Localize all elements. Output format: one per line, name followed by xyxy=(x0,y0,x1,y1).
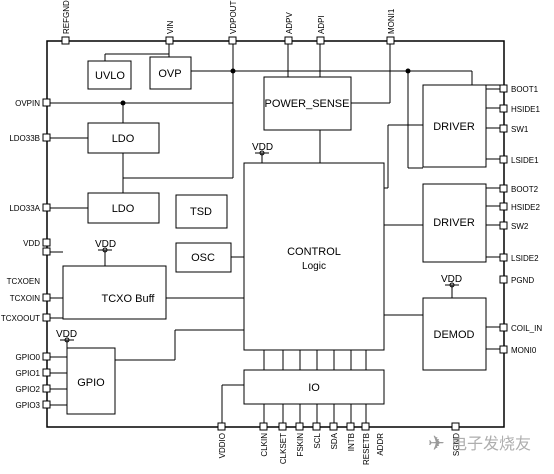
osc-label: OSC xyxy=(191,252,215,264)
blocks xyxy=(62,56,487,415)
pin-hside2: HSIDE2 xyxy=(511,203,540,212)
pin-ovpin: OVPIN xyxy=(15,99,40,108)
pin-sda: SDA xyxy=(330,432,339,449)
pin-lside1: LSIDE1 xyxy=(511,156,539,165)
vdd-label-control: VDD xyxy=(252,142,273,153)
io-label: IO xyxy=(308,382,320,394)
ldo-a-block xyxy=(87,192,160,224)
control-block xyxy=(243,162,385,351)
pin-moni1: MONI1 xyxy=(387,8,396,34)
pin-moni0: MONI0 xyxy=(511,346,537,355)
ovp-block xyxy=(149,56,192,90)
tsd-label: TSD xyxy=(190,206,212,218)
pin-adpv: ADPV xyxy=(285,12,294,34)
pin-hside1: HSIDE1 xyxy=(511,105,540,114)
vdd-symbols xyxy=(60,150,459,343)
ldo-a-label: LDO xyxy=(112,203,135,215)
driver1-label: DRIVER xyxy=(433,121,475,133)
pin-sgnd: SGND xyxy=(452,433,461,456)
wiring xyxy=(47,41,503,427)
vdd-label-gpio: VDD xyxy=(56,329,77,340)
vdd-label-demod: VDD xyxy=(441,274,462,285)
tcxo-block xyxy=(62,265,167,320)
pin-tcxoin: TCXOIN xyxy=(10,294,40,303)
pin-vin: VIN xyxy=(166,20,175,34)
gpio-label: GPIO xyxy=(77,377,105,389)
pin-clkset: CLKSET xyxy=(279,433,288,464)
pin-sw2: SW2 xyxy=(511,222,529,231)
power-sense-block xyxy=(263,76,352,131)
pin-coil-in: COIL_IN xyxy=(511,324,542,333)
watermark: ✈ 电子发烧友 xyxy=(428,431,531,455)
pin-boot2: BOOT2 xyxy=(511,185,539,194)
driver2-label: DRIVER xyxy=(433,217,475,229)
pin-boot1: BOOT1 xyxy=(511,85,539,94)
demod-block xyxy=(422,297,487,371)
pin-intb: INTB xyxy=(347,433,356,451)
pin-refgnd: REFGND xyxy=(62,0,71,34)
osc-block xyxy=(175,242,232,273)
control-sub-label: Logic xyxy=(302,261,326,272)
pin-sw1: SW1 xyxy=(511,125,529,134)
pin-lside2: LSIDE2 xyxy=(511,254,539,263)
watermark-text: 电子发烧友 xyxy=(451,434,531,453)
pin-fskin: FSKIN xyxy=(296,433,305,457)
pin-gpio1: GPIO1 xyxy=(16,369,41,378)
pin-tcxoout: TCXOOUT xyxy=(1,314,40,323)
pin-addr: ADDR xyxy=(376,433,385,456)
control-label: CONTROL xyxy=(287,246,341,258)
pin-pgnd: PGND xyxy=(511,276,534,285)
watermark-logo-icon: ✈ xyxy=(428,431,445,455)
pin-gpio2: GPIO2 xyxy=(16,385,41,394)
pin-squares xyxy=(42,36,508,431)
pin-tcxoen: TCXOEN xyxy=(7,277,41,286)
vdd-label-tcxo: VDD xyxy=(95,239,116,250)
driver1-block xyxy=(422,84,487,168)
gpio-block xyxy=(66,347,116,415)
pin-gpio3: GPIO3 xyxy=(16,401,41,410)
pin-ldo33a: LDO33A xyxy=(9,204,40,213)
ovp-label: OVP xyxy=(158,68,181,80)
pin-vdpout: VDPOUT xyxy=(229,1,238,34)
pin-resetb: RESETB xyxy=(362,433,371,465)
power-sense-label: POWER_SENSE xyxy=(265,98,350,110)
ldo-b-label: LDO xyxy=(112,133,135,145)
driver2-block xyxy=(422,183,487,263)
demod-label: DEMOD xyxy=(434,329,475,341)
pin-adpi: ADPI xyxy=(317,15,326,34)
tcxo-label: TCXO Buff xyxy=(102,293,156,305)
io-block xyxy=(243,369,385,405)
pin-gpio0: GPIO0 xyxy=(16,353,41,362)
pin-scl: SCL xyxy=(313,432,322,448)
chip-outline xyxy=(46,40,505,428)
pin-clkin: CLKIN xyxy=(260,433,269,457)
tsd-block xyxy=(175,194,228,229)
ldo-b-block xyxy=(87,122,160,154)
pin-vddio: VDDIO xyxy=(218,433,227,458)
uvlo-block xyxy=(87,60,132,90)
pin-ldo33b: LDO33B xyxy=(9,134,40,143)
junction-dots xyxy=(120,68,411,106)
pin-vdd: VDD xyxy=(23,239,40,248)
uvlo-label: UVLO xyxy=(95,70,125,82)
